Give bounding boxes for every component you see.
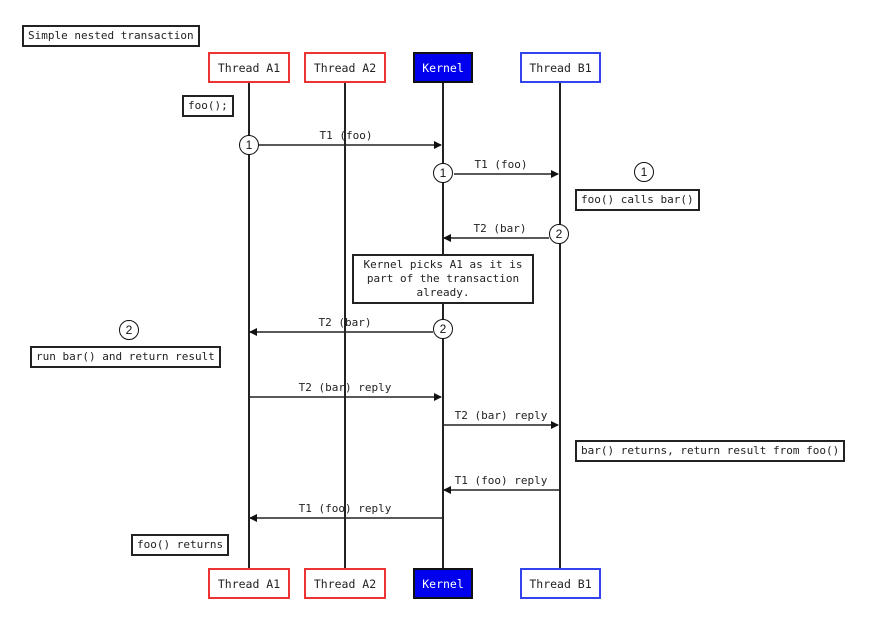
actor-label: Thread A1 (217, 60, 281, 75)
actor-thread-a1-top: Thread A1 (208, 52, 290, 83)
message-label: T2 (bar) (318, 316, 372, 329)
step-badge: 1 (239, 135, 259, 155)
message-label: T1 (foo) (319, 129, 373, 142)
note-run-bar: run bar() and return result (30, 346, 221, 368)
note-foo-call: foo(); (182, 95, 234, 117)
actor-thread-a2-bottom: Thread A2 (304, 568, 386, 599)
actor-label: Thread A1 (217, 576, 281, 591)
note-step-badge: 2 (119, 320, 139, 340)
note-bar-returns: bar() returns, return result from foo() (575, 440, 846, 462)
message-label: T2 (bar) reply (454, 409, 548, 422)
actor-thread-a2-top: Thread A2 (304, 52, 386, 83)
note-foo-returns: foo() returns (131, 534, 230, 556)
actor-kernel-bottom: Kernel (413, 568, 473, 599)
lifeline-thread-a2 (344, 83, 346, 568)
message-label: T1 (foo) reply (454, 474, 548, 487)
actor-thread-a1-bottom: Thread A1 (208, 568, 290, 599)
actor-thread-b1-bottom: Thread B1 (520, 568, 601, 599)
step-badge: 2 (549, 224, 569, 244)
diagram-title: Simple nested transaction (22, 25, 200, 47)
actor-label: Kernel (422, 60, 464, 75)
message-label: T1 (foo) reply (298, 502, 392, 515)
message-label: T2 (bar) reply (298, 381, 392, 394)
note-foo-calls-bar: foo() calls bar() (575, 189, 700, 211)
step-badge: 1 (433, 163, 453, 183)
step-badge: 2 (433, 319, 453, 339)
note-kernel-picks-a1: Kernel picks A1 as it is part of the tra… (352, 254, 534, 304)
lifeline-thread-b1 (559, 83, 561, 568)
actor-label: Thread B1 (529, 576, 592, 591)
actor-label: Thread B1 (529, 60, 592, 75)
note-step-badge: 1 (634, 162, 654, 182)
lifeline-thread-a1 (248, 83, 250, 568)
actor-label: Kernel (422, 576, 464, 591)
actor-label: Thread A2 (313, 60, 377, 75)
actor-thread-b1-top: Thread B1 (520, 52, 601, 83)
message-label: T2 (bar) (473, 222, 527, 235)
message-label: T1 (foo) (474, 158, 528, 171)
actor-kernel-top: Kernel (413, 52, 473, 83)
actor-label: Thread A2 (313, 576, 377, 591)
